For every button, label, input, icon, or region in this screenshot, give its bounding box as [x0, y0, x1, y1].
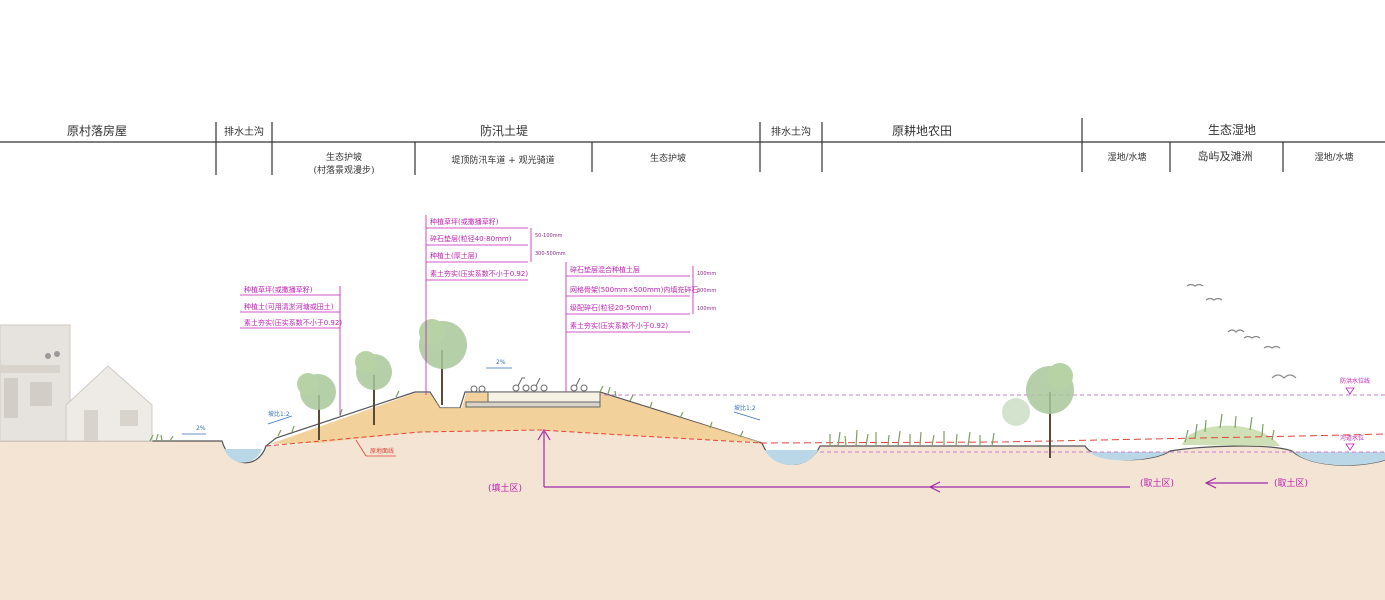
header-drain-ditch-left: 排水土沟: [224, 125, 264, 138]
callout-top-1: 种植草坪(或撒播草籽): [430, 217, 499, 226]
flood-level-label: 防洪水位线: [1340, 377, 1370, 385]
trees: [297, 319, 1074, 458]
tree-2: [355, 351, 392, 425]
sub-wetland-pond-1: 湿地/水塘: [1107, 151, 1146, 163]
tree-4: [1002, 363, 1074, 458]
birds: [1186, 283, 1297, 379]
callout-left: [240, 286, 341, 415]
sub-crest-road: 堤顶防汛车道 + 观光骑道: [451, 154, 554, 166]
tree-1: [297, 373, 336, 440]
callout-left-2: 种植土(可用清淤河塘或田土): [244, 302, 334, 311]
island-mound: [1182, 425, 1280, 446]
callout-right-dim-1: 100mm: [697, 271, 716, 277]
header-farmland: 原耕地农田: [892, 123, 952, 138]
callout-top-3: 种植土(厚土层): [430, 251, 478, 260]
callout-top-2: 碎石垫层(粒径40-80mm): [430, 234, 512, 243]
slope-label-1: 2%: [196, 425, 206, 432]
ditch-water-right: [765, 450, 818, 465]
callout-right-3: 级配碎石(粒径20-50mm): [570, 303, 652, 312]
original-ground-line: [265, 429, 763, 447]
sub-wetland-pond-2: 湿地/水塘: [1314, 151, 1353, 163]
callout-right-4: 素土夯实(压实系数不小于0.92): [570, 321, 668, 330]
slope-label-2: 坡比1:2: [268, 410, 290, 418]
slope-label-4: 坡比1:2: [734, 404, 756, 412]
earth-flow-arrows: [537, 428, 1268, 493]
flood-level-marker: [1345, 387, 1355, 395]
ditch-water-left: [224, 449, 262, 463]
fill-zone-label: (填土区): [488, 482, 522, 494]
callout-right-1: 碎石垫层混合种植土层: [570, 265, 640, 274]
header-village-houses: 原村落房屋: [67, 123, 127, 138]
sub-eco-slope-left: 生态护坡: [326, 151, 362, 163]
borrow-zone-label-2: (取土区): [1274, 477, 1308, 489]
callout-top-dim-2: 300-500mm: [535, 251, 566, 257]
header-table: [0, 118, 1385, 175]
crest-road: [465, 391, 601, 408]
wetland-water-1: [1090, 452, 1168, 461]
sub-islands: 岛屿及滩洲: [1198, 149, 1253, 163]
callout-top-dim-1: 50-100mm: [535, 233, 563, 239]
wetland-water-2: [1294, 452, 1385, 466]
callout-top-4: 素土夯实(压实系数不小于0.92): [430, 269, 528, 278]
callout-right-2: 网格骨架(500mm×500mm)内填充碎石: [570, 285, 698, 294]
original-ground-leader: [355, 439, 367, 457]
header-drain-ditch-right: 排水土沟: [771, 125, 811, 138]
header-flood-embankment: 防汛土堤: [480, 123, 528, 138]
tree-3: [419, 319, 467, 405]
normal-level-marker: [1345, 443, 1355, 451]
village-houses: [0, 324, 153, 442]
callout-right-dim-3: 100mm: [697, 306, 716, 312]
normal-level-label: 河道水位: [1340, 434, 1364, 442]
borrow-zone-label-1: (取土区): [1140, 477, 1174, 489]
header-eco-wetland: 生态湿地: [1208, 122, 1256, 137]
callout-left-1: 种植草坪(或撒播草籽): [244, 285, 313, 294]
slope-markers: [182, 367, 761, 435]
embankment-fill: [270, 393, 760, 444]
callout-left-3: 素土夯实(压实系数不小于0.92): [244, 318, 342, 327]
cyclists: [470, 377, 588, 393]
callout-right: [565, 262, 694, 392]
slope-label-3: 2%: [496, 359, 506, 366]
original-ground-label: 原地面线: [370, 447, 394, 455]
callout-right-dim-2: 300mm: [697, 288, 716, 294]
ground-mass: [0, 430, 1385, 600]
sub-village-walk: (村落景观漫步): [313, 164, 374, 176]
normal-water-dash: [759, 433, 1385, 444]
callout-top: [425, 215, 532, 395]
sub-eco-slope-right: 生态护坡: [650, 152, 686, 164]
vegetation: [149, 385, 1275, 447]
